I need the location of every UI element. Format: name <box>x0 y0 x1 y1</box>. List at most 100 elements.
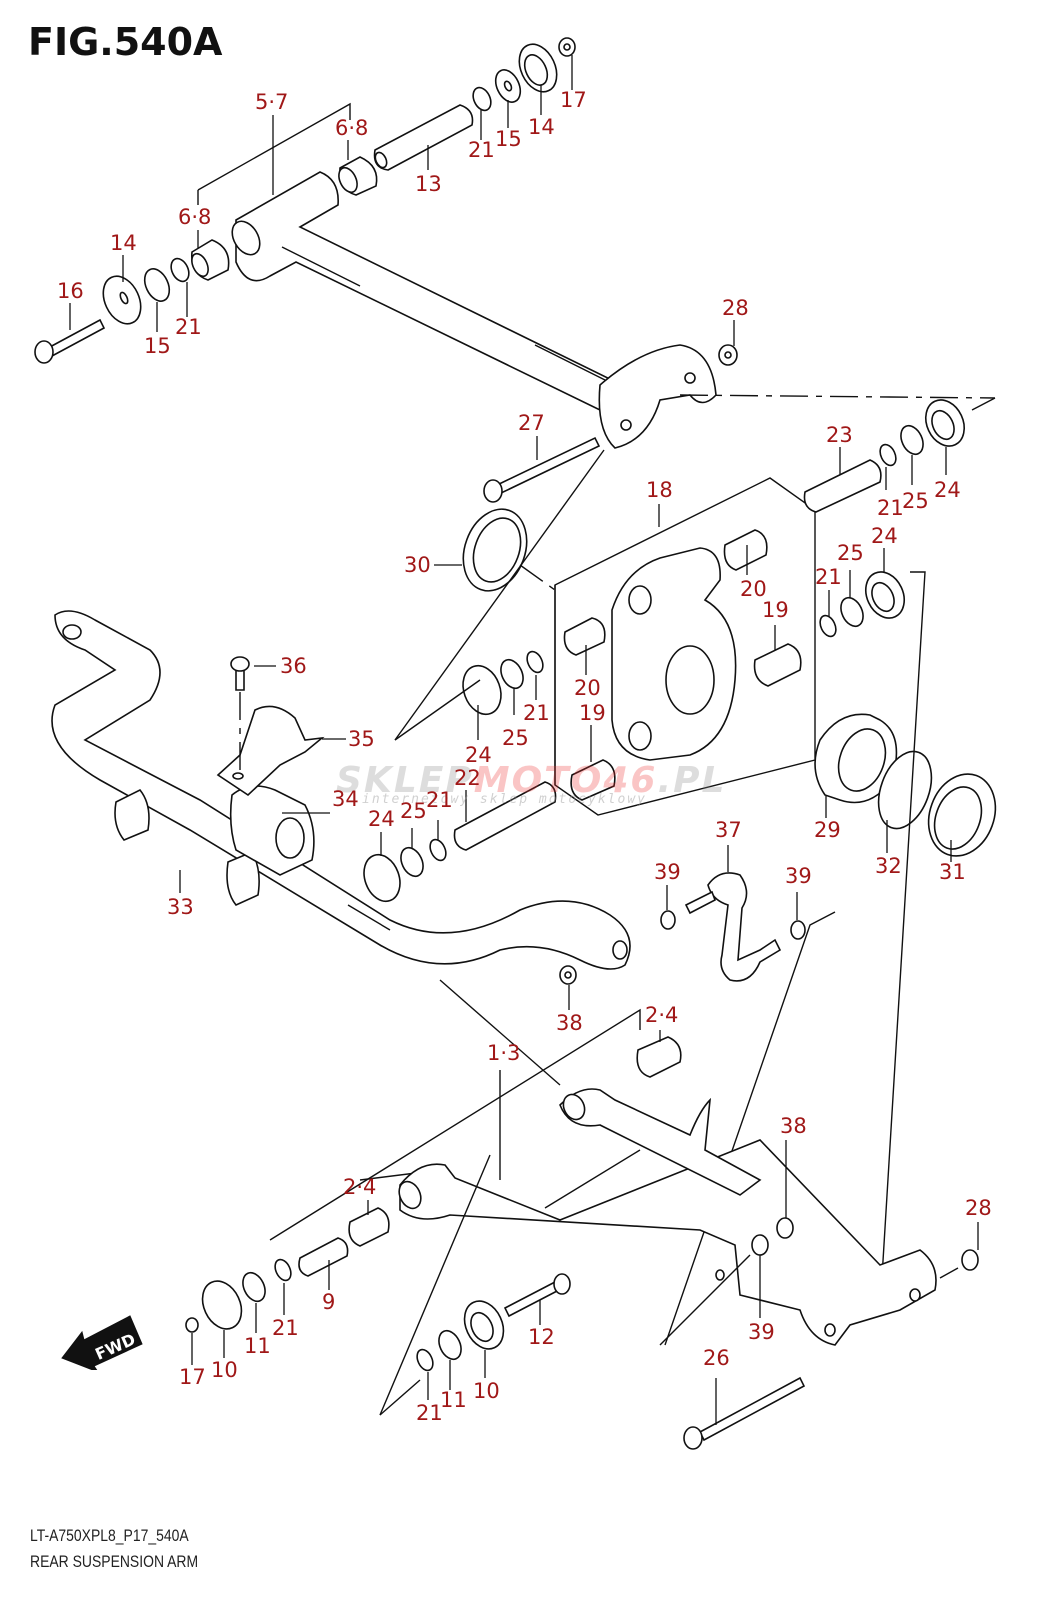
callout-29[interactable]: 29 <box>814 818 841 842</box>
callout-27[interactable]: 27 <box>518 411 545 435</box>
callout-38[interactable]: 38 <box>780 1114 807 1138</box>
callout-30[interactable]: 30 <box>404 553 431 577</box>
guide-line-i <box>659 1254 751 1346</box>
watermark-part-a: SKLEP <box>336 760 474 801</box>
callout-25[interactable]: 25 <box>400 799 427 823</box>
callout-21[interactable]: 21 <box>426 788 453 812</box>
callout-6-8[interactable]: 6·8 <box>335 116 369 140</box>
callout-20[interactable]: 20 <box>574 676 601 700</box>
callout-14[interactable]: 14 <box>528 115 555 139</box>
callout-36[interactable]: 36 <box>280 654 307 678</box>
callout-39[interactable]: 39 <box>785 864 812 888</box>
callout-26[interactable]: 26 <box>703 1346 730 1370</box>
leader-lines <box>69 55 979 1425</box>
watermark-subtitle: internetowy sklep motocyklowy <box>362 792 647 807</box>
lower-arm-end-hole-1 <box>909 1288 921 1302</box>
bracket-hole-2 <box>620 419 632 431</box>
callout-6-8[interactable]: 6·8 <box>178 205 212 229</box>
callout-21[interactable]: 21 <box>272 1316 299 1340</box>
callout-11[interactable]: 11 <box>440 1388 467 1412</box>
callout-12[interactable]: 12 <box>528 1325 555 1349</box>
callout-21[interactable]: 21 <box>815 565 842 589</box>
seal-31-inner <box>933 786 983 850</box>
figure-name: REAR SUSPENSION ARM <box>30 1552 199 1571</box>
bushing-2-4-rear <box>636 1036 682 1078</box>
callout-37[interactable]: 37 <box>715 818 742 842</box>
bushing-34-bore <box>275 817 305 859</box>
callout-33[interactable]: 33 <box>167 895 194 919</box>
callout-35[interactable]: 35 <box>348 727 375 751</box>
callout-10[interactable]: 10 <box>211 1358 238 1382</box>
callout-24[interactable]: 24 <box>368 807 395 831</box>
callout-39[interactable]: 39 <box>654 860 681 884</box>
callout-14[interactable]: 14 <box>110 231 137 255</box>
callout-32[interactable]: 32 <box>875 854 902 878</box>
seal-21-top <box>472 86 492 112</box>
callout-15[interactable]: 15 <box>495 127 522 151</box>
bracket-35-hole <box>232 772 244 780</box>
callout-21[interactable]: 21 <box>175 315 202 339</box>
callout-16[interactable]: 16 <box>57 279 84 303</box>
callout-9[interactable]: 9 <box>322 1290 336 1314</box>
callout-21[interactable]: 21 <box>468 138 495 162</box>
watermark: SKLEPMOTO46.PL <box>336 760 726 801</box>
stabilizer-assembly <box>51 610 836 1346</box>
callout-2-4[interactable]: 2·4 <box>343 1175 377 1199</box>
callout-28[interactable]: 28 <box>722 296 749 320</box>
bushing-19-right <box>753 643 802 687</box>
knuckle-assembly <box>394 399 997 1311</box>
stabilizer-eye-left <box>62 624 82 640</box>
cushion-24-l2 <box>363 853 401 903</box>
sleeve-22 <box>453 781 557 851</box>
guide-line-h <box>379 1379 421 1416</box>
nut-28-top-hole <box>724 351 732 359</box>
callout-15[interactable]: 15 <box>144 334 171 358</box>
guide-line-b <box>394 449 605 741</box>
washer-25-r1 <box>900 424 924 456</box>
callout-31[interactable]: 31 <box>939 860 966 884</box>
callout-21[interactable]: 21 <box>523 701 550 725</box>
callout-10[interactable]: 10 <box>473 1379 500 1403</box>
callout-19[interactable]: 19 <box>579 701 606 725</box>
washer-11-rear <box>438 1329 462 1361</box>
callout-25[interactable]: 25 <box>902 489 929 513</box>
washer-25-l1 <box>500 658 524 690</box>
callout-21[interactable]: 21 <box>877 496 904 520</box>
callout-17[interactable]: 17 <box>560 88 587 112</box>
washer-15-left <box>143 268 171 302</box>
callout-38[interactable]: 38 <box>556 1011 583 1035</box>
callout-13[interactable]: 13 <box>415 172 442 196</box>
callout-25[interactable]: 25 <box>502 726 529 750</box>
callout-24[interactable]: 24 <box>934 478 961 502</box>
washer-39-right <box>790 920 806 940</box>
callout-34[interactable]: 34 <box>332 787 359 811</box>
callout-39[interactable]: 39 <box>748 1320 775 1344</box>
callout-25[interactable]: 25 <box>837 541 864 565</box>
callout-11[interactable]: 11 <box>244 1334 271 1358</box>
lower-arm-front-bore <box>398 1180 422 1210</box>
callout-19[interactable]: 19 <box>762 598 789 622</box>
callout-20[interactable]: 20 <box>740 577 767 601</box>
seal-21-r1 <box>879 443 897 467</box>
callout-21[interactable]: 21 <box>416 1401 443 1425</box>
sleeve-23 <box>803 459 882 513</box>
callout-28[interactable]: 28 <box>965 1196 992 1220</box>
bolt-27-head <box>483 479 503 503</box>
callout-1-3[interactable]: 1·3 <box>487 1041 521 1065</box>
callout-22[interactable]: 22 <box>454 766 481 790</box>
seal-21-left <box>170 257 190 283</box>
callout-23[interactable]: 23 <box>826 423 853 447</box>
cushion-10-rear-inner <box>470 1311 494 1343</box>
callout-5-7[interactable]: 5·7 <box>255 90 289 114</box>
upper-arm-bracket <box>598 344 717 449</box>
callout-2-4[interactable]: 2·4 <box>645 1003 679 1027</box>
callout-17[interactable]: 17 <box>179 1365 206 1389</box>
lower-arm-shock-hole <box>715 1269 725 1281</box>
nut-28-lower <box>961 1249 979 1271</box>
callout-18[interactable]: 18 <box>646 478 673 502</box>
bracket-line-2-4-top <box>269 1008 641 1241</box>
washer-25-l2 <box>400 846 424 878</box>
figure-title: FIG.540A <box>28 20 223 64</box>
callout-24[interactable]: 24 <box>465 743 492 767</box>
callout-24[interactable]: 24 <box>871 524 898 548</box>
